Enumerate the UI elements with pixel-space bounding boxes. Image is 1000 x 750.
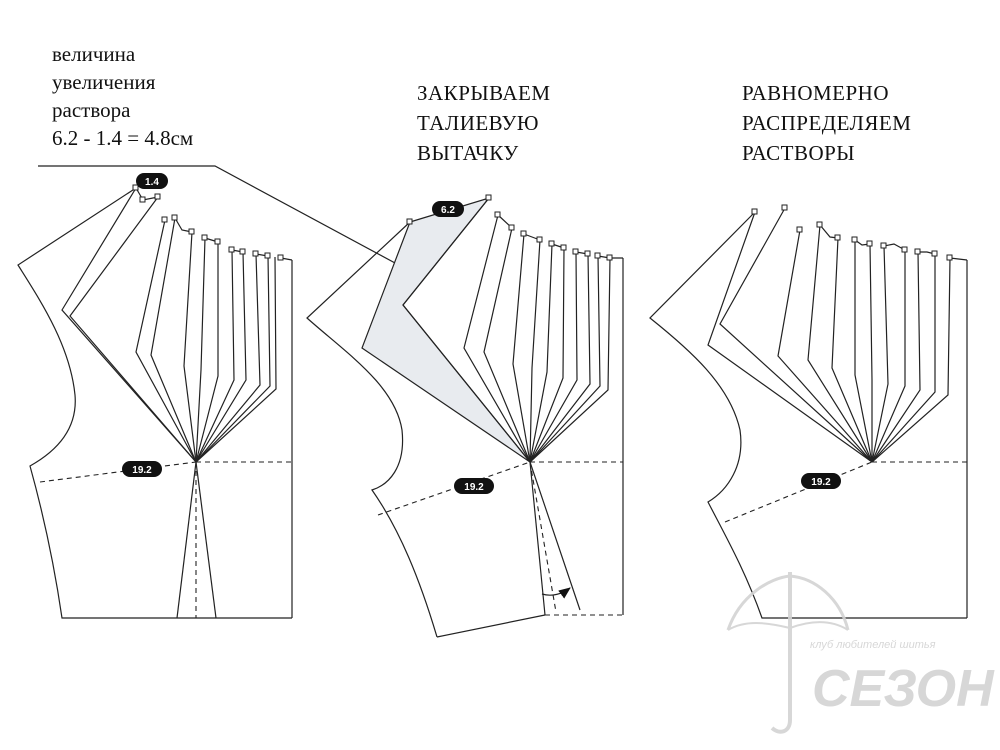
title-right-line-3: РАСТВОРЫ: [742, 141, 856, 165]
annotation-note: величина увеличения раствора 6.2 - 1.4 =…: [52, 40, 193, 152]
title-right-line-2: РАСПРЕДЕЛЯЕМ: [742, 111, 912, 135]
panel-3-neck-segments: [819, 224, 968, 261]
panel-1-points: [132, 184, 284, 261]
panel-2-points: [406, 194, 613, 261]
title-mid-line-3: ВЫТАЧКУ: [417, 141, 519, 165]
watermark-subtitle: клуб любителей шитья: [810, 639, 936, 651]
note-line-formula: 6.2 - 1.4 = 4.8см: [52, 126, 194, 150]
panel-2-waist-guide: [377, 461, 531, 516]
panel-2-pattern: 6.2 19.2: [306, 194, 624, 638]
panel-1-waist-dart: [176, 461, 217, 619]
svg-text:19.2: 19.2: [811, 477, 831, 488]
panel-3-points: [751, 204, 953, 261]
title-mid-line-1: ЗАКРЫВАЕМ: [417, 81, 551, 105]
panel-2-rays: [402, 197, 611, 463]
panel-2-badge-top: 6.2: [432, 201, 464, 217]
svg-text:6.2: 6.2: [441, 205, 455, 216]
title-mid-line-2: ТАЛИЕВУЮ: [417, 111, 539, 135]
panel-1-outline: [17, 187, 292, 619]
watermark-logo: клуб любителей шитья СЕЗОН: [726, 572, 995, 734]
note-line-2: увеличения: [52, 70, 156, 94]
panel-1-badge-top: 1.4: [136, 173, 168, 189]
title-right-line-1: РАВНОМЕРНО: [742, 81, 890, 105]
panel-2-neck-segments: [497, 214, 623, 259]
panel-1-waist-guide: [39, 461, 197, 483]
panel-1-badge-waist: 19.2: [122, 461, 162, 477]
panel-2-closed-dart: [529, 461, 581, 616]
note-line-1: величина: [52, 42, 136, 66]
panel-2-shaded-wedge: [361, 196, 531, 463]
panel-1-pattern: 1.4 19.2: [17, 173, 293, 619]
watermark-brand: СЕЗОН: [812, 660, 995, 718]
panel-3-rays: [707, 207, 951, 463]
panel-3-waist-guide: [724, 461, 873, 523]
title-close-waist-dart: ЗАКРЫВАЕМ ТАЛИЕВУЮ ВЫТАЧКУ: [417, 78, 551, 168]
panel-3-pattern: 19.2: [649, 204, 968, 619]
svg-text:1.4: 1.4: [145, 177, 159, 188]
panel-3-outline: [649, 211, 967, 619]
title-distribute-openings: РАВНОМЕРНО РАСПРЕДЕЛЯЕМ РАСТВОРЫ: [742, 78, 911, 168]
note-line-3: раствора: [52, 98, 131, 122]
leader-arrow: [38, 165, 409, 271]
panel-2-badge-waist: 19.2: [454, 478, 494, 494]
panel-3-badge-waist: 19.2: [801, 473, 841, 489]
panel-2-outline: [306, 221, 438, 638]
svg-text:19.2: 19.2: [132, 465, 152, 476]
panel-1-rays: [61, 187, 277, 463]
svg-text:19.2: 19.2: [464, 482, 484, 493]
